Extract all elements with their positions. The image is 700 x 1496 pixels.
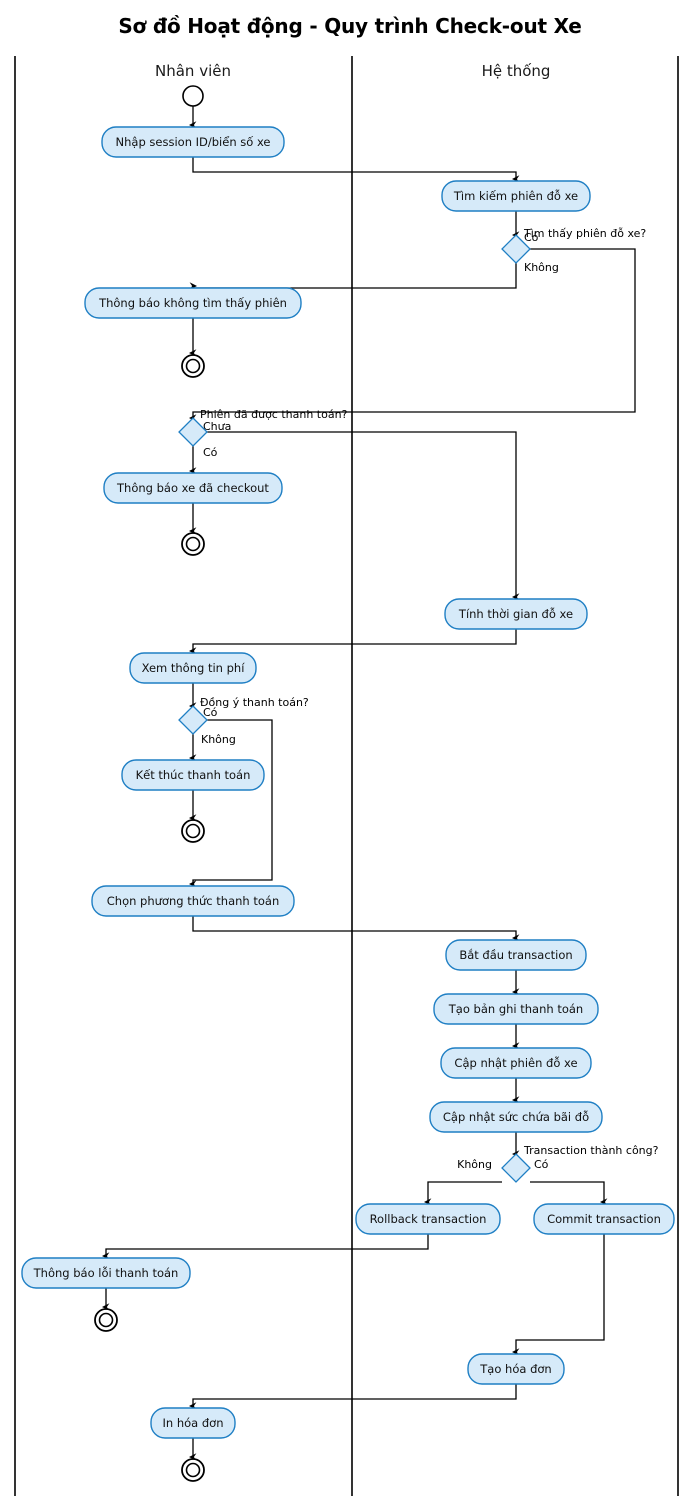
action-commit-transaction-label: Commit transaction	[547, 1212, 661, 1226]
branch-label-khong-transaction: Không	[457, 1158, 492, 1171]
action-thong-bao-loi-thanh-toan[interactable]: Thông báo lỗi thanh toán	[21, 1257, 191, 1289]
branch-label-chua-thanh-toan: Chưa	[203, 420, 231, 433]
action-nhap-session-id-label: Nhập session ID/biển số xe	[116, 135, 271, 149]
flow-rollback-to-thongbao-loi	[102, 1234, 429, 1260]
action-cap-nhat-phien-do-xe-label: Cập nhật phiên đỗ xe	[454, 1056, 577, 1070]
end-node-in-hoa-don[interactable]	[181, 1458, 205, 1482]
action-in-hoa-don[interactable]: In hóa đơn	[150, 1407, 236, 1439]
action-bat-dau-transaction-label: Bắt đầu transaction	[459, 948, 572, 962]
action-bat-dau-transaction[interactable]: Bắt đầu transaction	[445, 939, 587, 971]
action-rollback-transaction[interactable]: Rollback transaction	[355, 1203, 501, 1235]
action-tao-hoa-don[interactable]: Tạo hóa đơn	[467, 1353, 565, 1385]
branch-label-co-transaction: Có	[534, 1158, 549, 1171]
action-ket-thuc-thanh-toan-label: Kết thúc thanh toán	[136, 768, 251, 782]
action-chon-phuong-thuc[interactable]: Chọn phương thức thanh toán	[91, 885, 295, 917]
flow-tao-hoa-don-to-in-hoa-don	[189, 1384, 517, 1410]
end-node-loi-thanh-toan[interactable]	[94, 1308, 118, 1332]
action-rollback-transaction-label: Rollback transaction	[370, 1212, 487, 1226]
guard-label-transaction: Transaction thành công?	[523, 1144, 659, 1157]
action-in-hoa-don-label: In hóa đơn	[163, 1416, 224, 1430]
action-thong-bao-khong-tim-thay-label: Thông báo không tìm thấy phiên	[98, 296, 287, 310]
flow-commit-to-tao-hoa-don	[512, 1234, 605, 1356]
branch-label-co-thanh-toan: Có	[203, 446, 218, 459]
action-thong-bao-loi-thanh-toan-label: Thông báo lỗi thanh toán	[33, 1266, 179, 1280]
flow-nhap-session-to-tim-kiem	[192, 157, 520, 183]
action-thong-bao-khong-tim-thay[interactable]: Thông báo không tìm thấy phiên	[84, 287, 302, 319]
end-node-khong-tim-thay[interactable]	[181, 354, 205, 378]
action-nhap-session-id[interactable]: Nhập session ID/biển số xe	[101, 126, 285, 158]
flow-co-dong-y-to-chon-pt	[189, 719, 273, 888]
edge-labels: Tìm thấy phiên đỗ xe? Phiên đã được thanh…	[200, 227, 659, 1171]
lane-header-actor: Nhân viên	[155, 62, 231, 80]
action-tinh-thoi-gian-do-xe[interactable]: Tính thời gian đỗ xe	[444, 598, 588, 630]
activity-nodes: Nhập session ID/biển số xe Tìm kiếm phiên…	[21, 85, 675, 1482]
action-chon-phuong-thuc-label: Chọn phương thức thanh toán	[107, 894, 279, 908]
action-xem-thong-tin-phi[interactable]: Xem thông tin phí	[129, 652, 257, 684]
action-commit-transaction[interactable]: Commit transaction	[533, 1203, 675, 1235]
flow-co-tim-thay-to-join	[189, 248, 636, 422]
action-ket-thuc-thanh-toan[interactable]: Kết thúc thanh toán	[121, 759, 265, 791]
action-thong-bao-xe-da-checkout[interactable]: Thông báo xe đã checkout	[103, 472, 283, 504]
action-tao-ban-ghi-thanh-toan[interactable]: Tạo bản ghi thanh toán	[433, 993, 599, 1025]
guard-label-phien-thanh-toan: Phiên đã được thanh toán?	[200, 408, 348, 421]
lane-labels: Nhân viên Hệ thống	[155, 62, 550, 80]
action-cap-nhat-suc-chua[interactable]: Cập nhật sức chứa bãi đỗ	[429, 1101, 603, 1133]
page-title: Sơ đồ Hoạt động - Quy trình Check-out Xe	[118, 14, 582, 38]
action-xem-thong-tin-phi-label: Xem thông tin phí	[142, 661, 246, 675]
guard-label-tim-thay-phien: Tìm thấy phiên đỗ xe?	[523, 227, 646, 240]
flow-khong-to-rollback	[424, 1181, 502, 1206]
guard-label-dong-y-thanh-toan: Đồng ý thanh toán?	[200, 696, 309, 709]
action-tinh-thoi-gian-do-xe-label: Tính thời gian đỗ xe	[458, 607, 573, 621]
start-node[interactable]	[182, 85, 204, 107]
action-cap-nhat-suc-chua-label: Cập nhật sức chứa bãi đỗ	[443, 1110, 589, 1124]
lane-dividers	[14, 56, 679, 1496]
action-thong-bao-xe-da-checkout-label: Thông báo xe đã checkout	[116, 481, 269, 495]
action-tim-kiem-phien-do-xe[interactable]: Tìm kiếm phiên đỗ xe	[441, 180, 591, 212]
branch-label-co-dong-y: Có	[203, 706, 218, 719]
action-tao-hoa-don-label: Tạo hóa đơn	[479, 1362, 551, 1376]
branch-label-khong-tim-thay: Không	[524, 261, 559, 274]
flow-co-to-commit	[530, 1181, 608, 1206]
branch-label-khong-dong-y: Không	[201, 733, 236, 746]
branch-label-co-tim-thay: Có	[524, 231, 539, 244]
flow-chon-pt-to-bat-dau-transaction	[192, 916, 520, 942]
action-tao-ban-ghi-thanh-toan-label: Tạo bản ghi thanh toán	[448, 1002, 583, 1016]
flow-khong-tim-thay-to-thongbao	[189, 263, 517, 290]
decision-dong-y-thanh-toan[interactable]	[178, 705, 208, 735]
flow-tinh-thoi-gian-to-xem-phi	[189, 629, 517, 655]
action-tim-kiem-phien-do-xe-label: Tìm kiếm phiên đỗ xe	[453, 189, 578, 203]
decision-tim-thay-phien-do-xe[interactable]	[501, 234, 531, 264]
end-node-da-checkout[interactable]	[181, 532, 205, 556]
decision-phien-da-thanh-toan[interactable]	[178, 417, 208, 447]
decision-transaction-thanh-cong[interactable]	[501, 1153, 531, 1183]
lane-header-system: Hệ thống	[482, 62, 551, 80]
action-cap-nhat-phien-do-xe[interactable]: Cập nhật phiên đỗ xe	[440, 1047, 592, 1079]
flow-chua-to-tinh-thoi-gian	[207, 431, 520, 601]
end-node-ket-thuc-thanh-toan[interactable]	[181, 819, 205, 843]
flow-edges	[102, 106, 636, 1461]
